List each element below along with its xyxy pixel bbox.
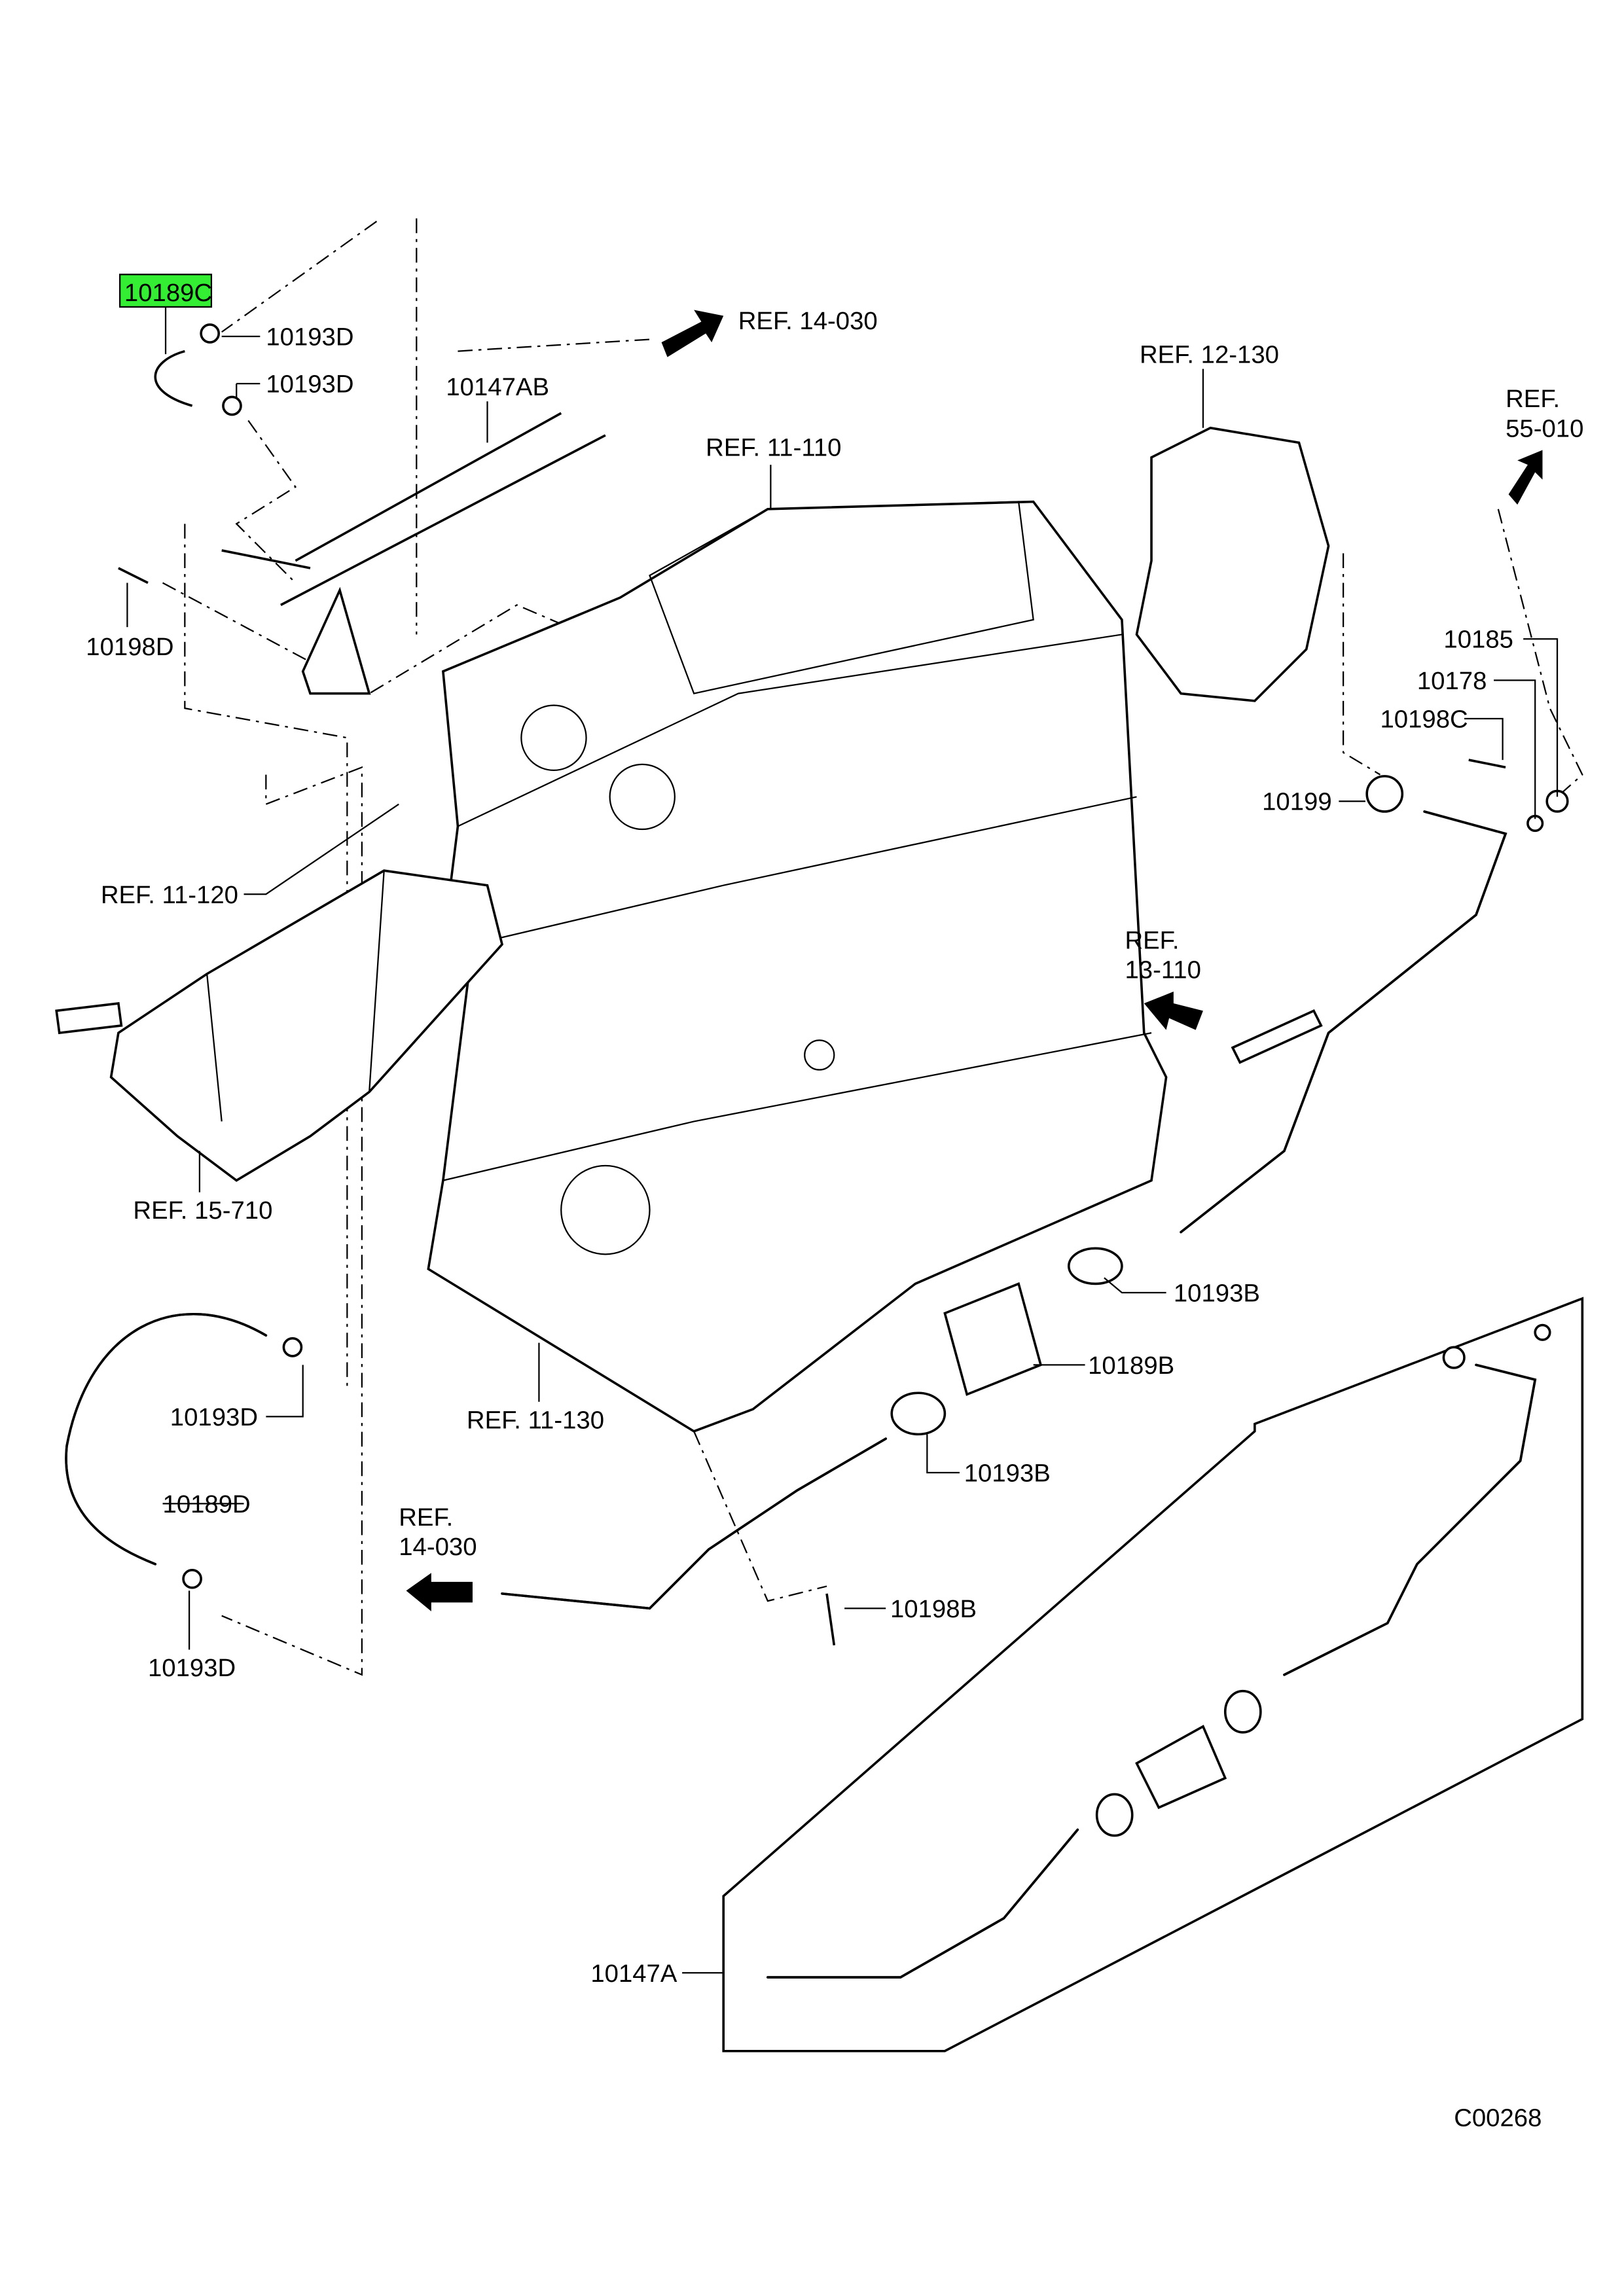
bolt-10198b[interactable] [825, 1593, 836, 1646]
cover-plate [1135, 426, 1330, 702]
label-ref-14-030-line2[interactable]: 14-030 [399, 1533, 477, 1561]
inset-10147a [722, 1297, 1584, 2053]
label-10189b[interactable]: 10189B [1088, 1352, 1174, 1380]
label-ref-14-030-line1[interactable]: REF. [399, 1503, 453, 1532]
label-10185[interactable]: 10185 [1443, 626, 1513, 654]
label-ref-14-030[interactable]: REF. 14-030 [738, 307, 878, 335]
label-10193d[interactable]: 10193D [266, 370, 353, 399]
label-10189c[interactable]: 10189C [124, 279, 212, 307]
leader-lines [126, 306, 1559, 1974]
label-ref-11-120[interactable]: REF. 11-120 [101, 881, 238, 909]
pipe-10147ab[interactable] [221, 412, 606, 695]
label-10147ab[interactable]: 10147AB [446, 373, 549, 401]
pipe-lower-fill [501, 1437, 888, 1610]
pipe-upper-right-fill [1180, 810, 1507, 1234]
hose-10189d-fill [65, 1313, 268, 1566]
label-10178[interactable]: 10178 [1417, 667, 1487, 695]
arrow-ref-14-030-top-icon [661, 310, 724, 357]
hose-10189b[interactable] [943, 1282, 1043, 1396]
label-10189d[interactable]: 10189D [163, 1490, 251, 1518]
bolt-10198d[interactable] [118, 567, 149, 584]
callout-labels: 10189C 10193D 10193D REF. 14-030 10147AB… [86, 279, 1583, 2132]
clamp-icons [182, 323, 1404, 1589]
label-10198d[interactable]: 10198D [86, 633, 173, 661]
label-ref-15-710[interactable]: REF. 15-710 [133, 1196, 272, 1225]
arrow-ref-55-010-icon [1508, 450, 1543, 505]
bracket [1231, 1009, 1323, 1064]
engine-block [427, 500, 1168, 1433]
label-ref-11-110[interactable]: REF. 11-110 [706, 434, 841, 462]
label-ref-13-110-line1[interactable]: REF. [1125, 927, 1179, 955]
diagram-id: C00268 [1454, 2104, 1542, 2132]
hose-10189d[interactable] [65, 1313, 268, 1566]
hose-10189c[interactable] [154, 350, 193, 407]
label-10199[interactable]: 10199 [1262, 788, 1332, 816]
label-10193d[interactable]: 10193D [170, 1403, 258, 1431]
label-ref-12-130[interactable]: REF. 12-130 [1140, 341, 1279, 369]
bolt-10198c[interactable] [1468, 759, 1506, 769]
label-10198b[interactable]: 10198B [890, 1595, 977, 1623]
label-10193b[interactable]: 10193B [1174, 1279, 1260, 1307]
label-ref-13-110-line2[interactable]: 13-110 [1125, 956, 1200, 984]
egr-cooler [55, 869, 504, 1182]
label-10147a[interactable]: 10147A [590, 1960, 677, 1988]
arrow-ref-14-030-left-icon [406, 1573, 473, 1611]
pipe-lower[interactable] [501, 1437, 888, 1610]
label-ref-11-130[interactable]: REF. 11-130 [467, 1406, 604, 1434]
guide-lines [162, 218, 1583, 1676]
highlight-box [119, 274, 213, 308]
label-ref-55-010-line2[interactable]: 55-010 [1506, 414, 1583, 442]
label-ref-55-010-line1[interactable]: REF. [1506, 385, 1560, 413]
label-10193d[interactable]: 10193D [266, 323, 353, 351]
label-10193b[interactable]: 10193B [964, 1460, 1051, 1488]
label-10198c[interactable]: 10198C [1380, 705, 1468, 733]
label-10193d[interactable]: 10193D [148, 1654, 236, 1682]
arrow-ref-13-110-icon [1144, 992, 1203, 1030]
